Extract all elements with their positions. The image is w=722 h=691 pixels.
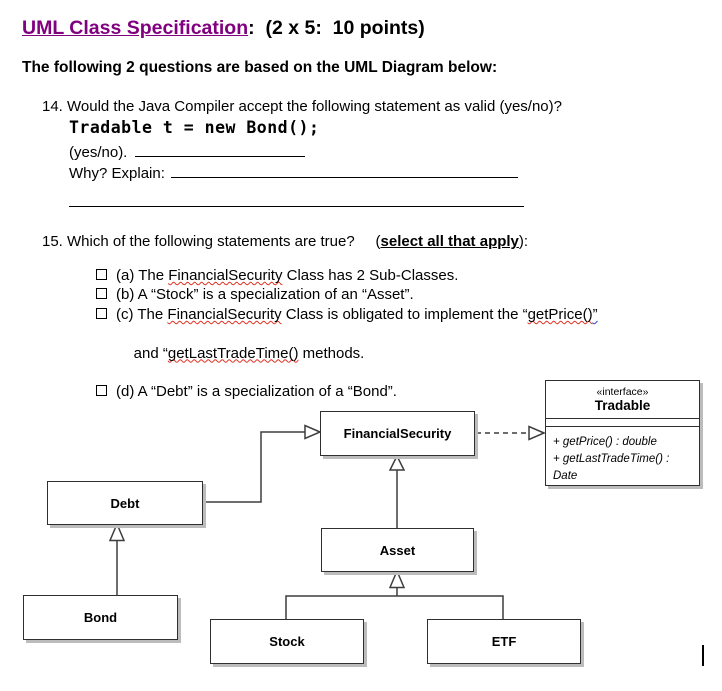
question-14: 14. Would the Java Compiler accept the f… xyxy=(42,97,562,212)
q15-options-list: (a) The FinancialSecurity Class has 2 Su… xyxy=(96,266,598,402)
option-c-label: (c) The FinancialSecurity Class is oblig… xyxy=(116,305,598,323)
option-c-label-line2: and “getLastTradeTime() methods. xyxy=(133,344,365,362)
page-title: UML Class Specification: (2 x 5: 10 poin… xyxy=(22,17,425,40)
method-getlasttradetime: + getLastTradeTime() : Date xyxy=(553,453,670,482)
class-box-asset[interactable]: Asset xyxy=(321,528,474,572)
generalization-arrowhead xyxy=(388,454,406,471)
class-box-stock[interactable]: Stock xyxy=(210,619,364,664)
option-d-label: (d) A “Debt” is a specialization of a “B… xyxy=(116,383,397,401)
q14-code-statement: Tradable t = new Bond(); xyxy=(69,118,320,137)
method-getprice: + getPrice() : double xyxy=(553,436,657,448)
option-a-label: (a) The FinancialSecurity Class has 2 Su… xyxy=(116,267,459,284)
tradable-header: «interface» Tradable xyxy=(546,381,699,418)
interface-box-tradable[interactable]: «interface» Tradable + getPrice() : doub… xyxy=(545,380,700,486)
q14-why-blank[interactable] xyxy=(170,162,518,178)
text-cursor xyxy=(702,645,704,666)
generalization-arrowhead xyxy=(388,569,406,589)
page-title-main: UML Class Specification xyxy=(22,17,249,39)
option-c-row: (c) The FinancialSecurity Class is oblig… xyxy=(96,305,598,324)
realization-arrowhead xyxy=(528,425,546,441)
intro-text: The following 2 questions are based on t… xyxy=(22,59,498,76)
q14-yesno-label: (yes/no). xyxy=(69,144,128,161)
option-d-row: (d) A “Debt” is a specialization of a “B… xyxy=(96,382,598,401)
q15-prompt-text: 15. Which of the following statements ar… xyxy=(42,233,355,250)
q14-yesno-blank[interactable] xyxy=(135,141,306,157)
option-b-label: (b) A “Stock” is a specialization of an … xyxy=(116,286,414,304)
option-a-row: (a) The FinancialSecurity Class has 2 Su… xyxy=(96,266,598,285)
class-box-debt[interactable]: Debt xyxy=(47,481,203,525)
option-a-checkbox[interactable] xyxy=(96,269,107,280)
class-name-bond: Bond xyxy=(83,610,118,625)
class-name-debt: Debt xyxy=(110,495,140,511)
q15-select-all-note: select all that apply xyxy=(380,233,519,250)
class-box-bond[interactable]: Bond xyxy=(23,595,178,640)
class-box-financialsecurity[interactable]: FinancialSecurity xyxy=(320,411,475,456)
page-title-points: : (2 x 5: 10 points) xyxy=(248,17,425,39)
option-b-checkbox[interactable] xyxy=(96,288,107,300)
generalization-arrowhead xyxy=(108,522,126,542)
q14-explain-blank-line2[interactable] xyxy=(69,191,524,207)
interface-stereotype: «interface» xyxy=(596,386,649,398)
q14-why-label: Why? Explain: xyxy=(69,165,165,182)
option-c-checkbox[interactable] xyxy=(96,307,107,319)
debt-to-financialsecurity-line xyxy=(202,431,305,503)
tradable-attributes-compartment xyxy=(546,417,699,427)
class-name-stock: Stock xyxy=(269,634,305,649)
class-box-etf[interactable]: ETF xyxy=(427,619,581,664)
class-name-financialsecurity: FinancialSecurity xyxy=(343,426,452,441)
generalization-arrowhead xyxy=(304,424,322,440)
class-name-asset: Asset xyxy=(379,542,416,558)
option-d-checkbox[interactable] xyxy=(96,385,107,397)
stock-etf-to-asset-line xyxy=(285,588,504,619)
q14-prompt: 14. Would the Java Compiler accept the f… xyxy=(42,98,562,115)
class-name-etf: ETF xyxy=(491,634,517,649)
option-b-row: (b) A “Stock” is a specialization of an … xyxy=(96,285,598,304)
interface-name-tradable: Tradable xyxy=(594,398,651,413)
question-15-prompt: 15. Which of the following statements ar… xyxy=(42,233,529,250)
tradable-methods-compartment: + getPrice() : double + getLastTradeTime… xyxy=(546,427,699,485)
